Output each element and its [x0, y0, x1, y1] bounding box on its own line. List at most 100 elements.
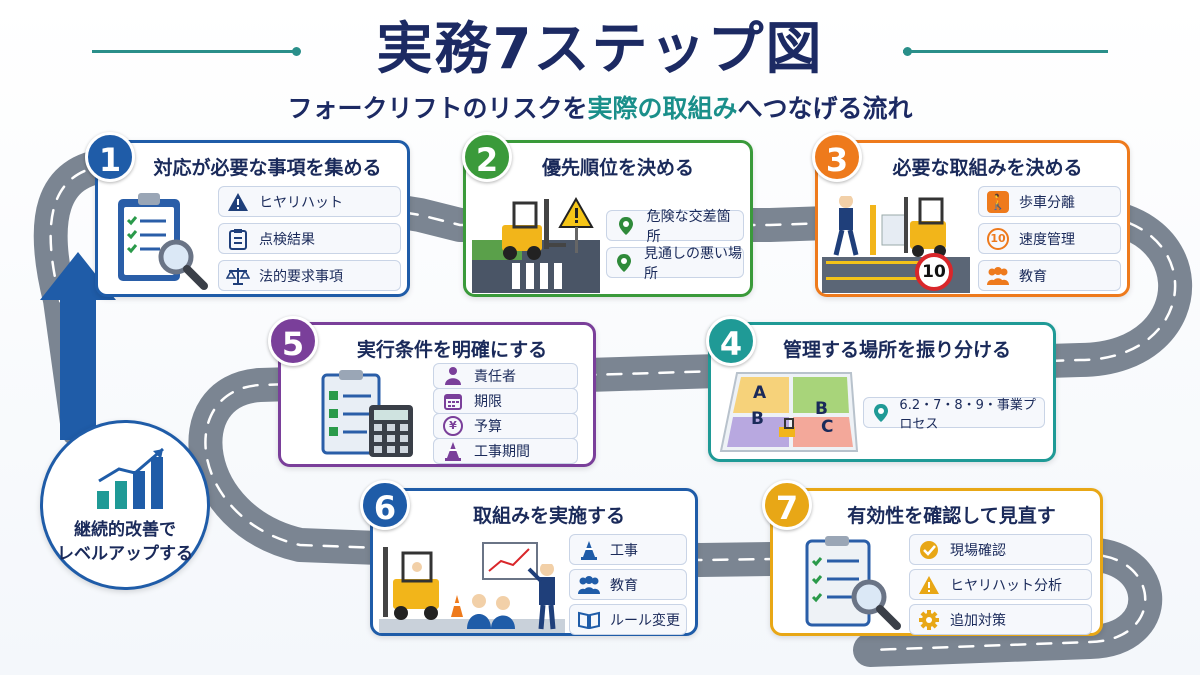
step-5-item-2: 期限 — [433, 388, 578, 414]
step-3-item-1-label: 歩車分離 — [1019, 194, 1075, 211]
step-1-card: 対応が必要な事項を集める ヒヤリハット 点検結果 法的要求事項 — [95, 140, 410, 297]
step-6-item-1-label: 工事 — [610, 542, 638, 559]
book-icon — [576, 608, 602, 632]
cone-icon — [440, 439, 466, 463]
title-decoration-left — [92, 50, 297, 53]
checklist-calculator-icon — [321, 370, 413, 457]
step-6-number-badge: 6 — [360, 480, 410, 530]
step-5-item-4-label: 工事期間 — [474, 444, 530, 460]
step-2-item-2-label: 見通しの悪い場所 — [643, 245, 742, 282]
step-6-item-2-label: 教育 — [610, 577, 638, 594]
clipboard-magnifier-icon — [805, 536, 901, 630]
step-4-number-badge: 4 — [706, 316, 756, 366]
clipboard-icon — [225, 227, 251, 251]
speed-sign-icon: 10 — [915, 253, 953, 291]
step-4-card: 管理する場所を振り分ける A B B C 6.2・7・8・9・事業プロセス — [708, 322, 1056, 462]
person-icon — [440, 364, 466, 388]
step-5-title: 実行条件を明確にする — [356, 339, 548, 361]
step-5-item-2-label: 期限 — [474, 394, 502, 410]
step-1-item-3: 法的要求事項 — [218, 260, 401, 291]
zone-c-label: C — [821, 417, 834, 437]
step-5-card: 実行条件を明確にする 責任者 期限 ¥ 予算 工事期間 — [278, 322, 596, 467]
step-4-title: 管理する場所を振り分ける — [782, 339, 1011, 361]
step-3-item-2: 10 速度管理 — [978, 223, 1121, 254]
zone-a-label: A — [753, 383, 767, 403]
step-2-item-1-label: 危険な交差箇所 — [646, 208, 731, 245]
speed-limit-icon: 10 — [985, 227, 1011, 251]
subtitle-part1: フォークリフトのリスクを — [287, 94, 588, 123]
step-6-item-2: 教育 — [569, 569, 687, 600]
subtitle-part2: へつなげる流れ — [737, 94, 913, 123]
step-1-title: 対応が必要な事項を集める — [153, 157, 382, 179]
page-subtitle: フォークリフトのリスクを実際の取組みへつなげる流れ — [0, 89, 1200, 125]
loop-arrow-icon — [40, 252, 116, 440]
yen-icon: ¥ — [440, 414, 466, 438]
title-dot-right — [903, 47, 912, 56]
step-2-item-2: 見通しの悪い場所 — [606, 246, 744, 282]
walker-icon: 🚶 — [987, 190, 1009, 213]
step-6-card: 取組みを実施する 工事 教育 ルール変更 — [370, 488, 698, 636]
step-3-item-2-label: 速度管理 — [1019, 231, 1075, 248]
map-pin-icon — [870, 401, 891, 425]
step-7-item-3-label: 追加対策 — [950, 612, 1006, 629]
map-pin-icon — [613, 214, 639, 238]
step-2-number-badge: 2 — [462, 132, 512, 182]
step-3-title: 必要な取組みを決める — [892, 157, 1083, 179]
zone-map-icon — [719, 372, 859, 452]
step-2-item-1: 危険な交差箇所 — [606, 209, 744, 245]
warning-icon — [225, 190, 251, 214]
gear-icon — [916, 608, 942, 632]
step-7-card: 有効性を確認して見直す 現場確認 ヒヤリハット分析 追加対策 — [770, 488, 1103, 636]
step-7-item-1-label: 現場確認 — [950, 542, 1006, 559]
training-scene-icon — [379, 542, 565, 633]
step-5-item-1-label: 責任者 — [474, 369, 516, 385]
step-1-item-1-label: ヒヤリハット — [259, 194, 343, 211]
step-5-item-3: ¥ 予算 — [433, 413, 578, 439]
step-1-item-2-label: 点検結果 — [259, 231, 315, 248]
step-2-title: 優先順位を決める — [541, 157, 694, 179]
continuous-improvement-badge: 継続的改善で レベルアップする — [40, 420, 210, 590]
step-4-item-1-label: 6.2・7・8・9・事業プロセス — [899, 397, 1036, 432]
step-5-item-4: 工事期間 — [433, 438, 578, 464]
step-3-number-badge: 3 — [812, 132, 862, 182]
step-7-item-1: 現場確認 — [909, 534, 1092, 565]
growth-chart-icon — [97, 447, 164, 509]
subtitle-highlight: 実際の取組み — [587, 94, 738, 123]
step-3-item-1: 🚶 歩車分離 — [978, 186, 1121, 217]
people-icon — [576, 573, 602, 597]
step-1-number-badge: 1 — [85, 132, 135, 182]
check-circle-icon — [916, 538, 942, 562]
step-5-item-3-label: 予算 — [474, 419, 502, 435]
scales-icon — [225, 264, 251, 288]
cone-icon — [576, 538, 602, 562]
warning-icon — [916, 573, 942, 597]
step-7-item-2: ヒヤリハット分析 — [909, 569, 1092, 600]
step-3-item-3: 教育 — [978, 260, 1121, 291]
step-6-item-3-label: ルール変更 — [610, 612, 680, 629]
step-6-title: 取組みを実施する — [472, 505, 625, 527]
step-4-item-1: 6.2・7・8・9・事業プロセス — [863, 397, 1045, 432]
step-7-title: 有効性を確認して見直す — [847, 505, 1056, 527]
loop-label-line2: レベルアップする — [57, 544, 193, 564]
step-2-card: 優先順位を決める 危険な交差箇所 見通しの悪い場所 — [463, 140, 753, 297]
step-1-item-2: 点検結果 — [218, 223, 401, 254]
step-5-item-1: 責任者 — [433, 363, 578, 389]
step-3-item-3-label: 教育 — [1019, 268, 1047, 285]
step-7-item-2-label: ヒヤリハット分析 — [950, 577, 1062, 594]
step-3-card: 必要な取組みを決める 10 🚶 歩車分離 10 速度管理 教育 — [815, 140, 1130, 297]
step-7-item-3: 追加対策 — [909, 604, 1092, 635]
forklift-intersection-icon — [472, 196, 600, 293]
title-decoration-right — [903, 50, 1108, 53]
zone-b-right-label: B — [815, 399, 828, 419]
calendar-icon — [440, 389, 466, 413]
loop-label-line1: 継続的改善で — [74, 520, 176, 540]
map-pin-icon — [613, 251, 636, 275]
step-1-item-3-label: 法的要求事項 — [259, 268, 343, 285]
step-6-item-1: 工事 — [569, 534, 687, 565]
zone-b-left-label: B — [751, 409, 764, 429]
page-title: 実務7ステップ図 — [376, 17, 824, 82]
step-5-number-badge: 5 — [268, 316, 318, 366]
clipboard-magnifier-icon — [118, 193, 208, 290]
title-dot-left — [292, 47, 301, 56]
